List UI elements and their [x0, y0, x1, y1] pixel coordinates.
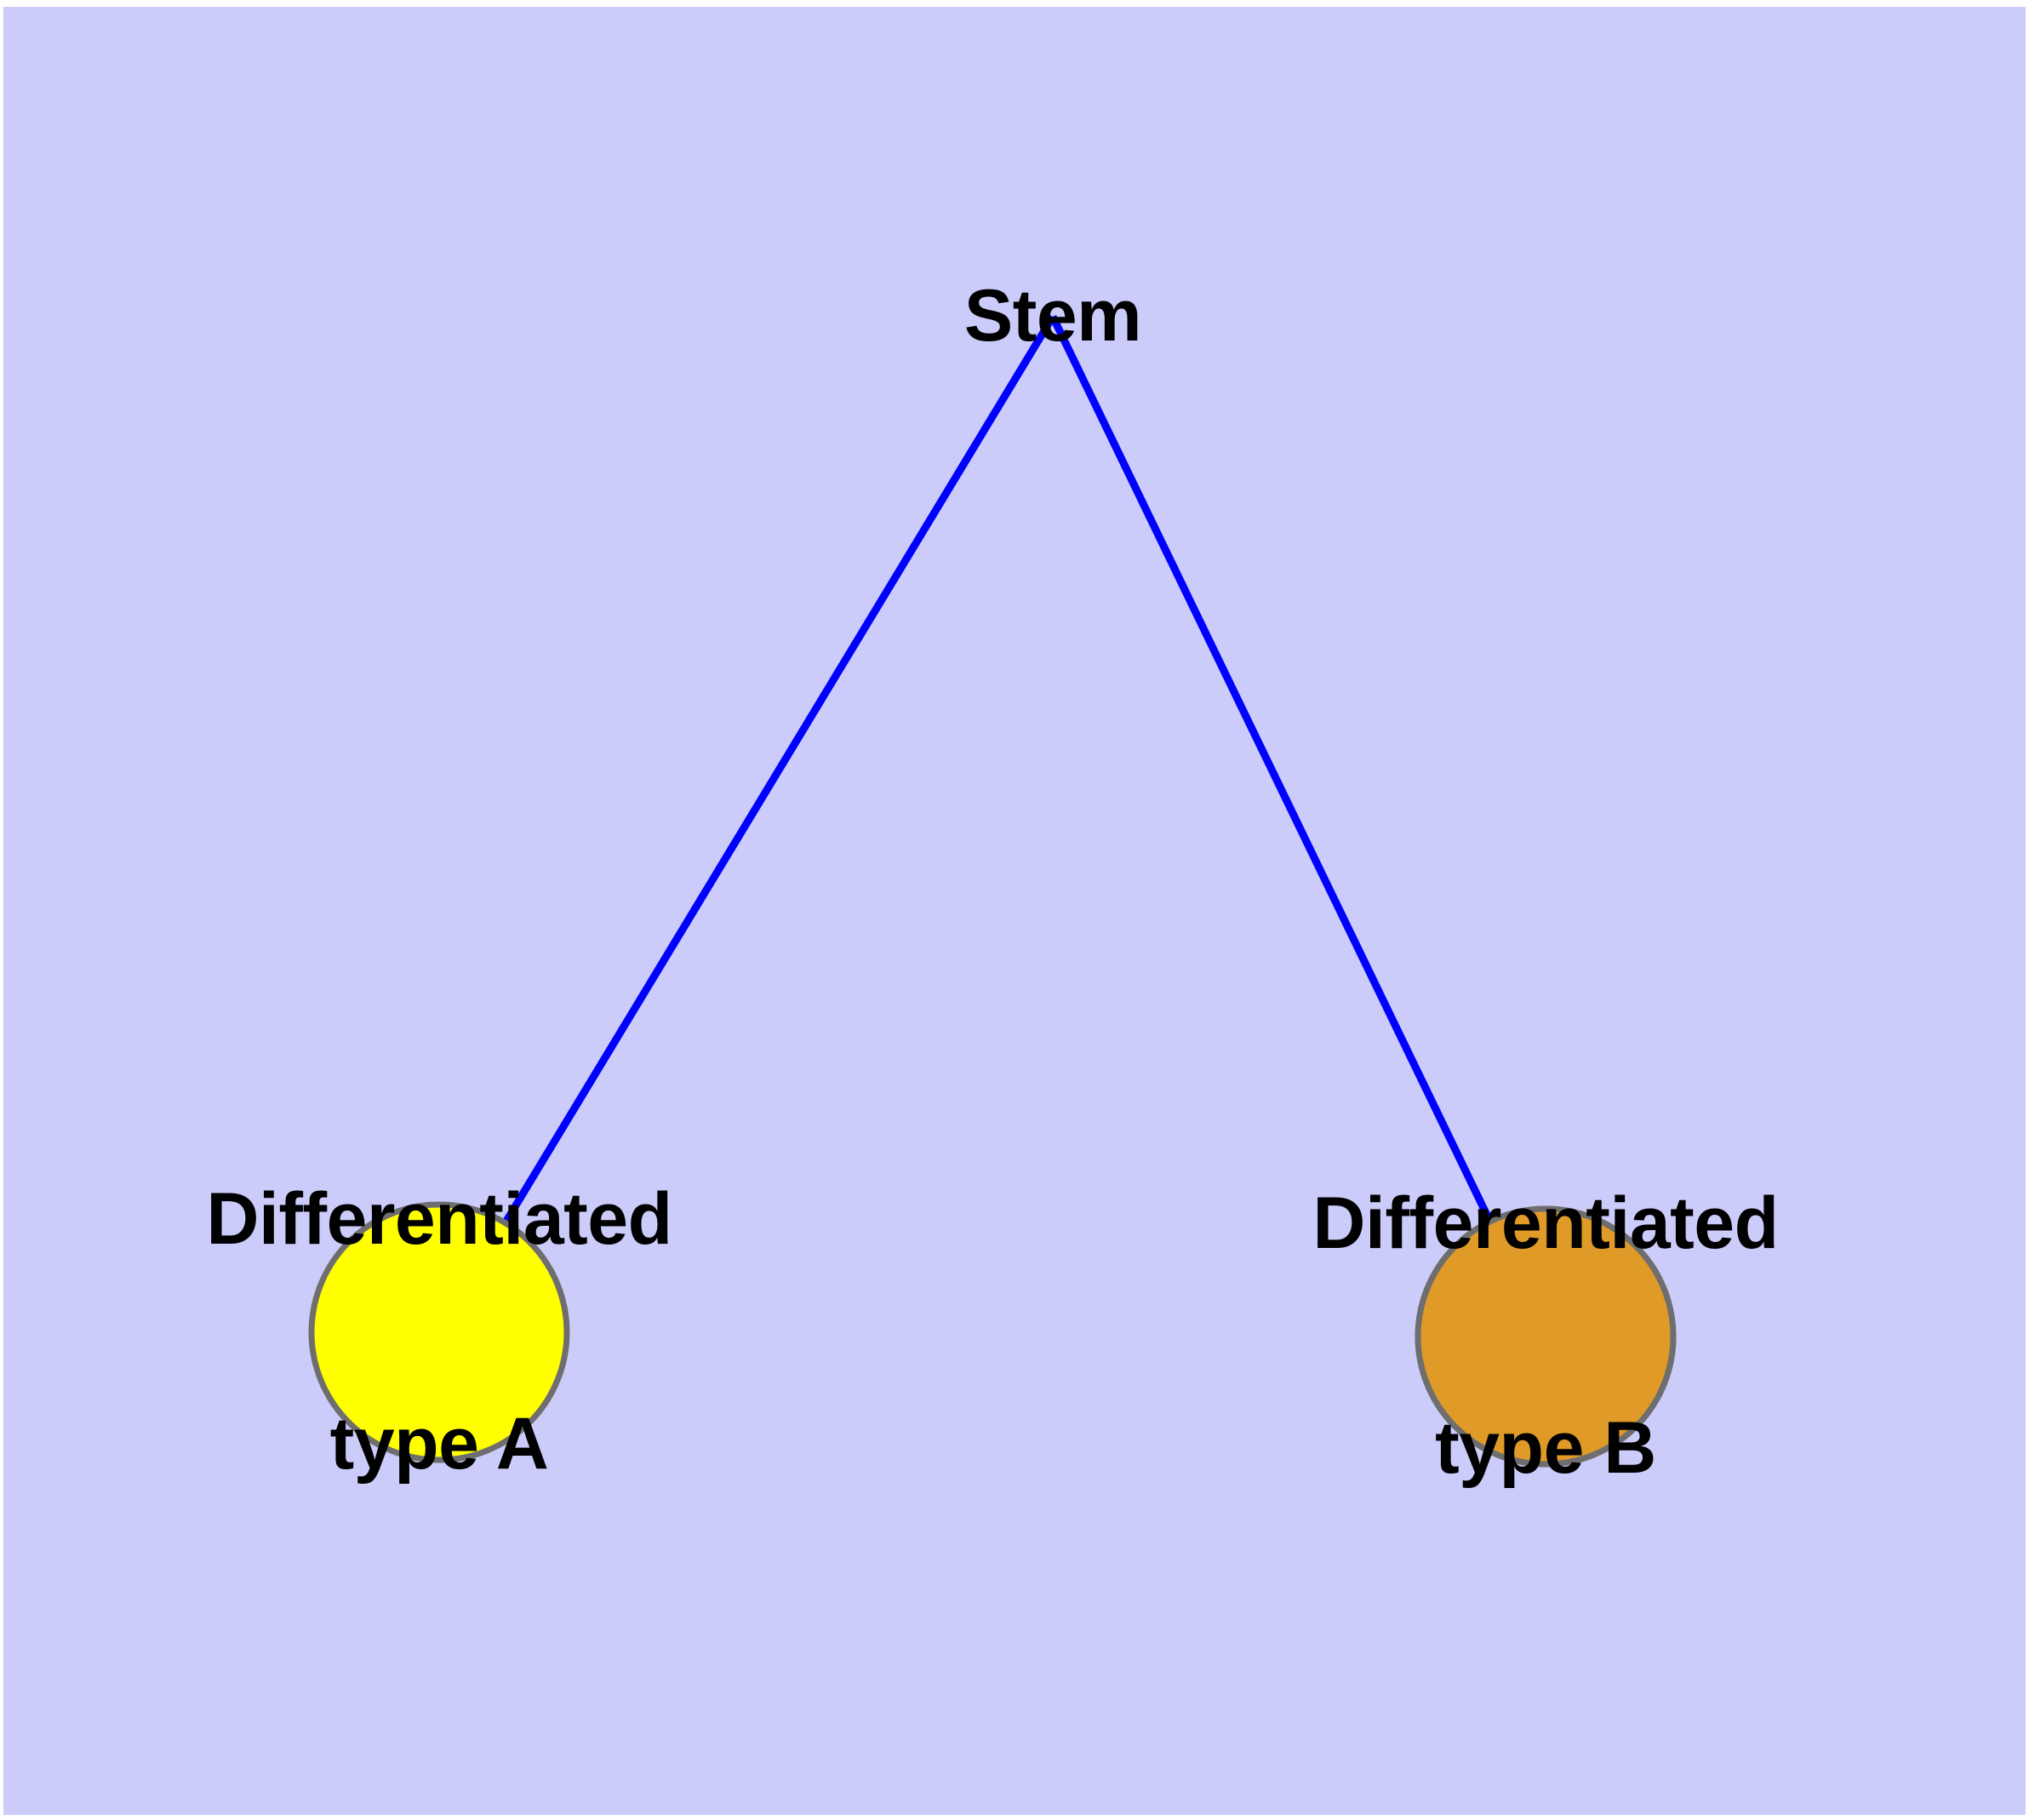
edge-stem-to-differentiated-type-b[interactable] — [1049, 315, 1550, 1338]
edge-layer — [436, 314, 1550, 1338]
node-layer — [308, 1201, 1677, 1468]
node-differentiated-type-b[interactable] — [1415, 1205, 1677, 1468]
edge-stem-to-differentiated-type-a[interactable] — [436, 314, 1056, 1335]
node-stem[interactable] — [308, 1201, 570, 1463]
plot-background — [3, 7, 2026, 1815]
